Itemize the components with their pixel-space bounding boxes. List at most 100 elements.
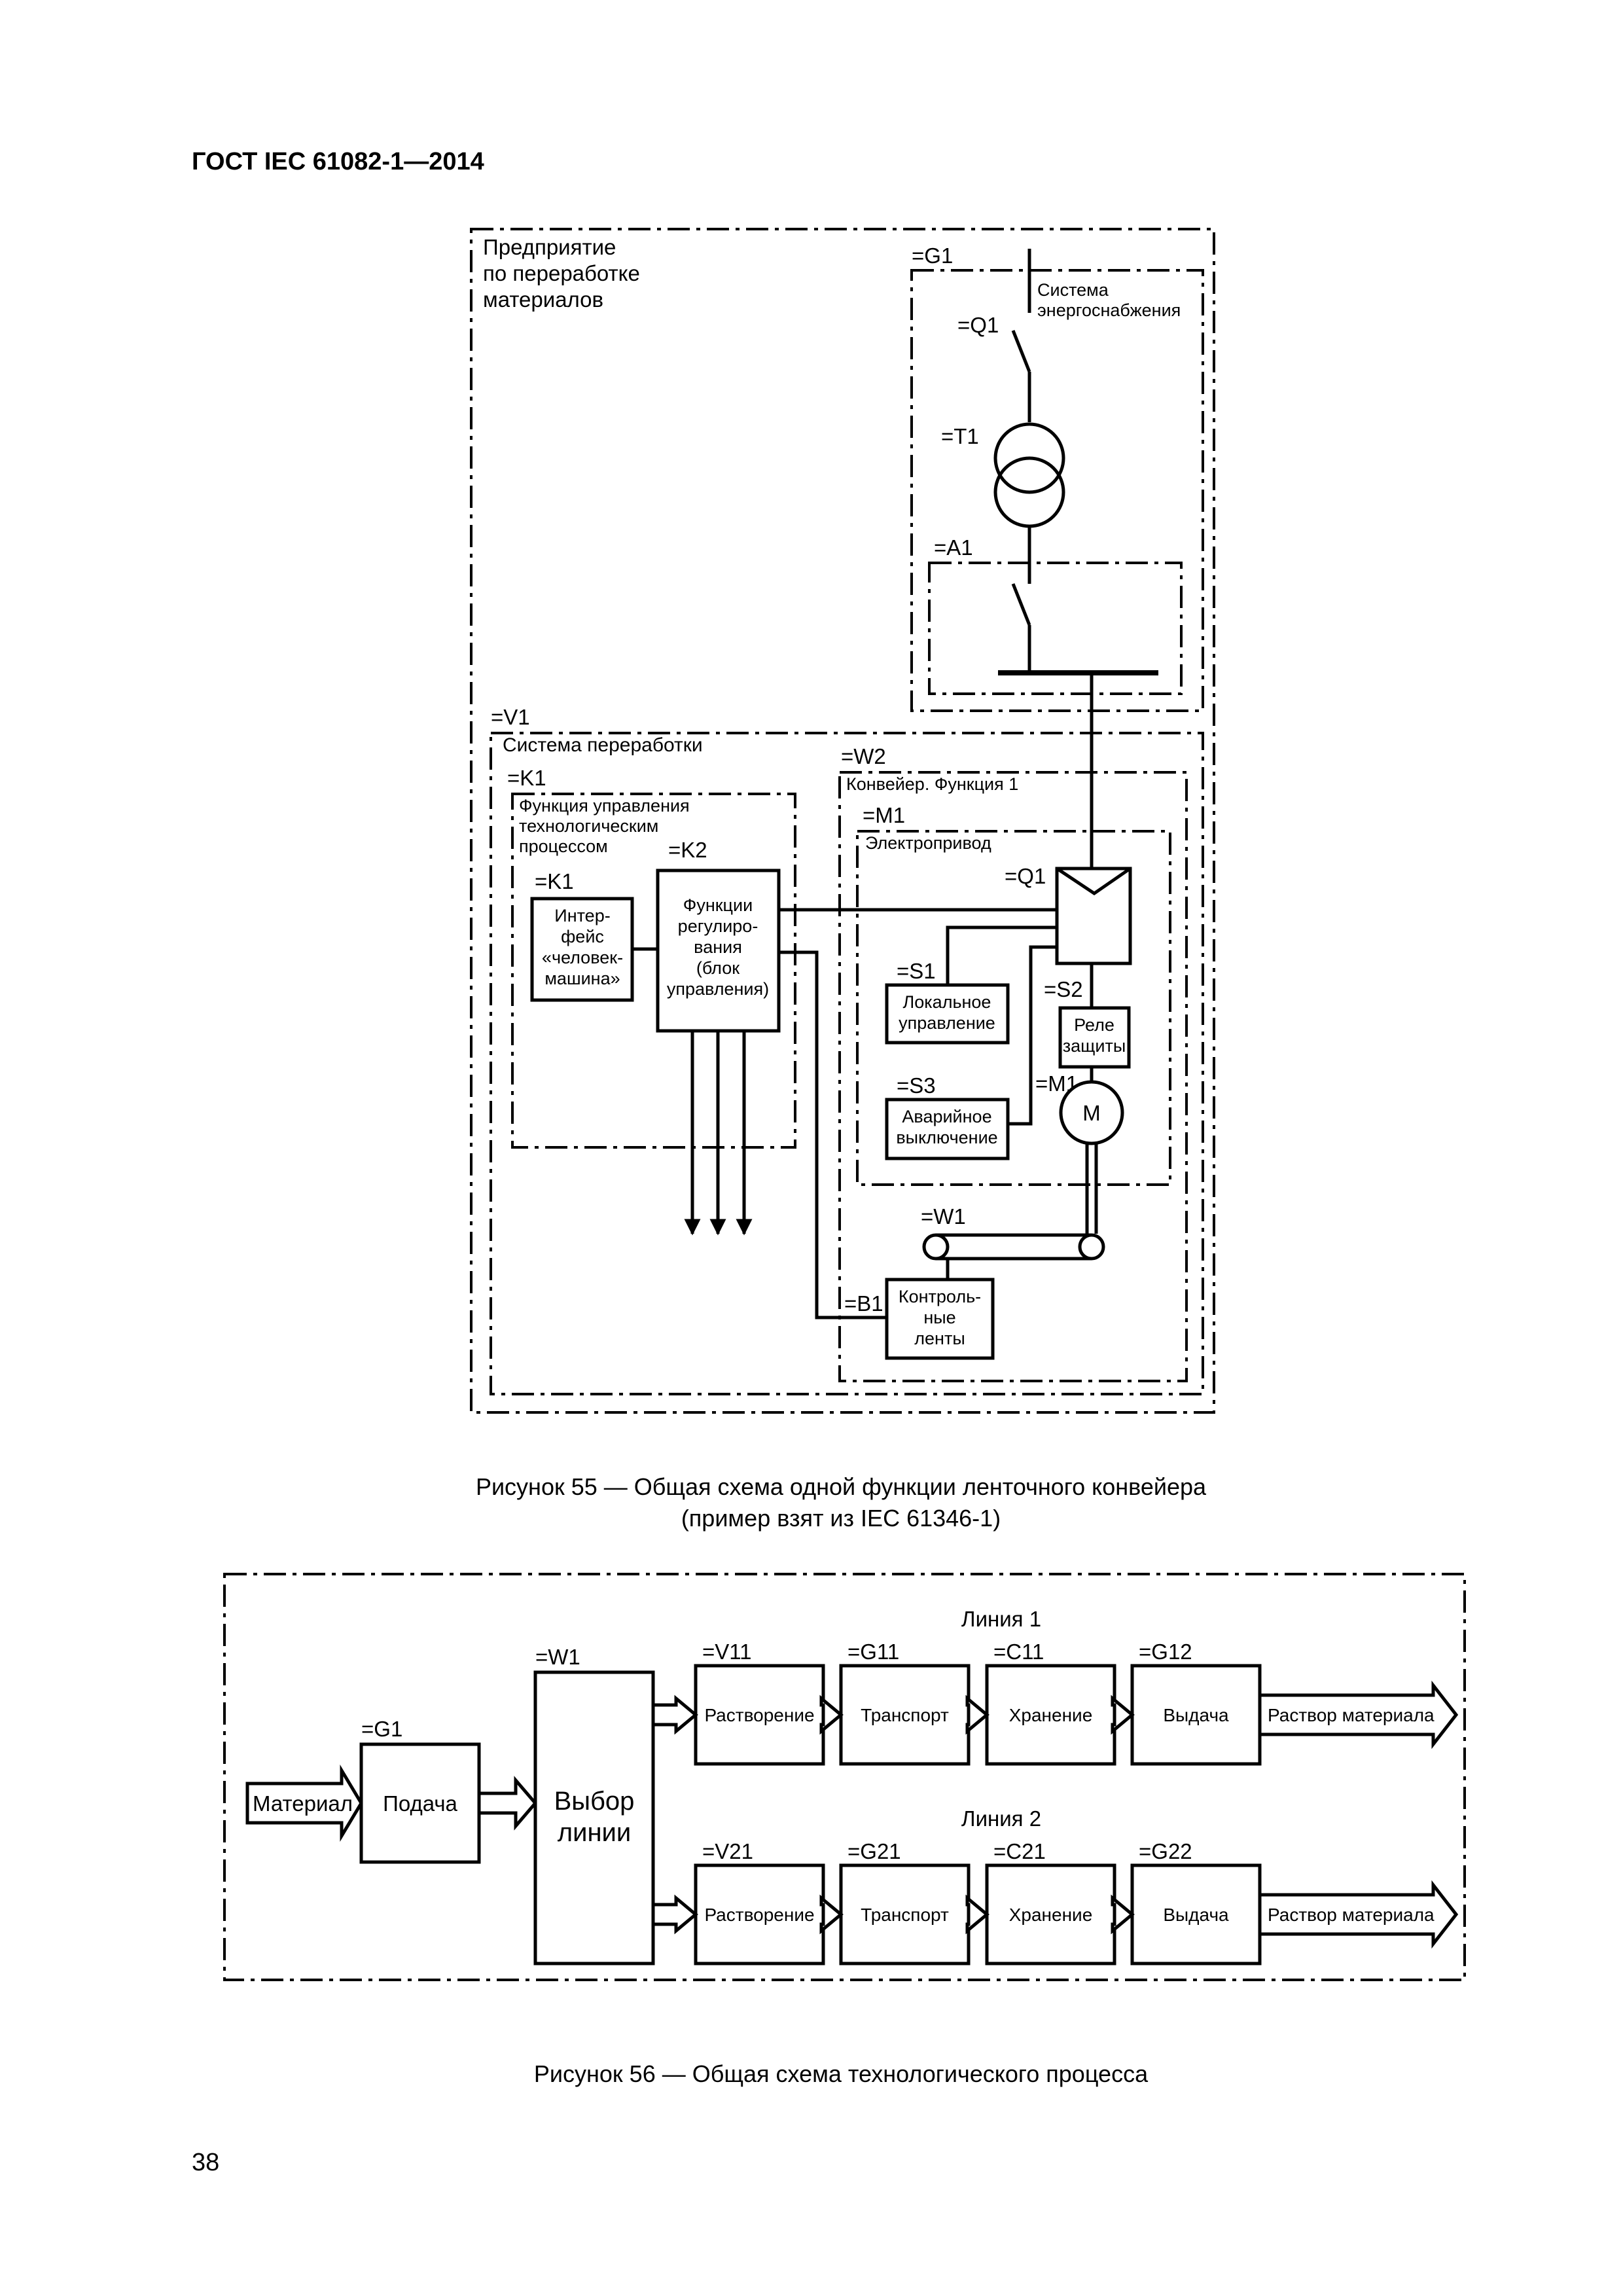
b1-label: =B1 [844, 1291, 883, 1316]
line-select-box [533, 1670, 655, 1965]
hmi-box [530, 897, 634, 1002]
output-label: Раствор материала [1268, 1905, 1435, 1925]
pulley-left-icon [922, 1233, 950, 1261]
q1-switch-icon [1011, 330, 1031, 372]
conveyor-function-boundary [838, 771, 1188, 1382]
stage-arrow [965, 1695, 990, 1735]
stage-label: Выдача [1163, 1905, 1229, 1925]
stage-arrow [819, 1894, 844, 1935]
g1-label: =G1 [912, 243, 953, 268]
stage-label: Хранение [1009, 1905, 1093, 1925]
figure-55-caption: Рисунок 55 — Общая схема одной функции л… [475, 1473, 1207, 1532]
output-label: Раствор материала [1268, 1705, 1435, 1725]
conveyor-function-label: Конвейер. Функция 1 [846, 774, 1018, 794]
supply-label: Подача [383, 1791, 457, 1816]
a1-label: =A1 [934, 535, 973, 560]
stage-id: =G12 [1139, 1640, 1192, 1664]
processing-system-label: Система переработки [503, 734, 703, 756]
w1-label-56: =W1 [535, 1645, 580, 1669]
material-input-arrow [245, 1764, 363, 1842]
k2-label: =K2 [668, 838, 707, 862]
stage-label: Транспорт [861, 1705, 949, 1725]
stage-id: =G22 [1139, 1839, 1192, 1863]
stage-label: Выдача [1163, 1705, 1229, 1725]
stage-box [985, 1664, 1116, 1766]
stage-arrow [819, 1695, 844, 1735]
processing-system-boundary [490, 732, 1204, 1395]
stage-arrow [1111, 1894, 1135, 1935]
a1-boundary [928, 562, 1183, 695]
relay-box [1058, 1006, 1131, 1069]
output-arrow [1258, 1680, 1459, 1749]
supply-to-select-arrow [477, 1776, 538, 1831]
process-boundary [223, 1573, 1466, 1981]
q1-switch-label: =Q1 [957, 313, 999, 337]
s3-label: =S3 [897, 1073, 936, 1098]
stage-box [1130, 1664, 1262, 1766]
stage-label: Растворение [704, 1705, 814, 1725]
w2-label: =W2 [841, 744, 886, 768]
w1-label: =W1 [921, 1204, 966, 1229]
v1-label: =V1 [491, 705, 530, 729]
motor-icon [1059, 1080, 1124, 1145]
output-arrow [1258, 1880, 1459, 1949]
electric-drive-boundary [856, 830, 1171, 1186]
stage-id: =C11 [993, 1640, 1044, 1664]
stage-label: Растворение [704, 1905, 814, 1925]
enterprise-boundary [470, 228, 1215, 1414]
drive-q1-box [1055, 867, 1132, 965]
a1-switch-icon [1011, 583, 1031, 626]
transformer-icon [993, 422, 1065, 494]
s2-label: =S2 [1044, 977, 1083, 1001]
m1-group-label: =M1 [863, 803, 905, 827]
stage-arrow [1111, 1695, 1135, 1735]
stage-box [985, 1863, 1116, 1965]
t1-label: =T1 [941, 424, 979, 448]
page-number: 38 [192, 2149, 220, 2176]
process-control-boundary [511, 793, 796, 1149]
stage-id: =V21 [702, 1839, 753, 1863]
stage-id: =G21 [847, 1839, 901, 1863]
local-control-box [885, 983, 1010, 1045]
k1-inner-label: =K1 [535, 869, 574, 893]
feed-arrow [651, 1695, 698, 1735]
material-label: Материал [253, 1791, 353, 1816]
figure-56-caption: Рисунок 56 — Общая схема технологическог… [533, 2060, 1149, 2087]
stage-id: =G11 [847, 1640, 899, 1664]
stage-label: Транспорт [861, 1905, 949, 1925]
converter-icon [1056, 867, 1132, 896]
feed-arrow [651, 1894, 698, 1935]
hmi-label: Интер-фейс«человек-машина» [542, 906, 623, 988]
belt-control-box [885, 1278, 995, 1360]
electric-drive-label: Электропривод [865, 833, 991, 853]
motor-label: M [1082, 1101, 1101, 1125]
line-title: Линия 2 [961, 1806, 1041, 1831]
g1-label-56: =G1 [361, 1717, 402, 1741]
power-supply-boundary [910, 269, 1204, 712]
k1-outer-label: =K1 [507, 766, 546, 790]
stage-arrow [965, 1894, 990, 1935]
stage-id: =V11 [702, 1640, 752, 1664]
q1-drive-label: =Q1 [1005, 864, 1046, 888]
emergency-box [885, 1098, 1010, 1160]
document-header: ГОСТ IEC 61082-1—2014 [192, 148, 484, 175]
stage-id: =C21 [993, 1839, 1046, 1863]
stage-box [839, 1863, 971, 1965]
line-title: Линия 1 [961, 1607, 1041, 1631]
pulley-right-icon [1078, 1233, 1105, 1261]
stage-label: Хранение [1009, 1705, 1093, 1725]
